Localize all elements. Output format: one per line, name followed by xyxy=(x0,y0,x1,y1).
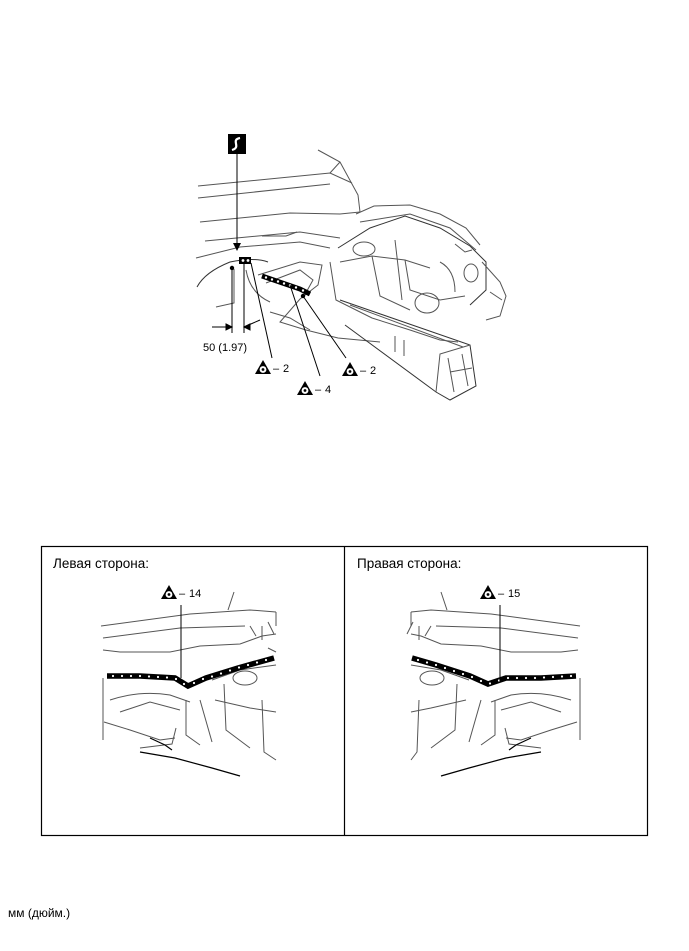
left-panel-count: 14 xyxy=(189,588,201,600)
dimension-label: 50 (1.97) xyxy=(203,342,247,354)
spot-weld-icon xyxy=(297,381,313,395)
spot-weld-icon xyxy=(161,585,177,599)
top-body-diagram xyxy=(195,149,507,401)
callout-count: 4 xyxy=(325,384,331,396)
top-weld-line xyxy=(229,257,312,299)
left-side-illustration: – 14 xyxy=(100,585,277,777)
left-panel-title: Левая сторона: xyxy=(53,556,149,571)
panel-frame xyxy=(40,545,649,837)
spot-weld-callout-middle: – 4 xyxy=(297,381,331,396)
callout-count: 2 xyxy=(283,363,289,375)
callout-dash: – xyxy=(179,588,186,600)
right-side-illustration: – 15 xyxy=(406,585,581,777)
spot-weld-icon xyxy=(480,585,496,599)
callout-leaders xyxy=(250,262,347,377)
dimension-marker xyxy=(212,262,261,333)
spot-weld-callout-right: – 2 xyxy=(342,362,376,377)
callout-count: 2 xyxy=(370,365,376,377)
spot-weld-callout-left: – 2 xyxy=(255,360,289,375)
units-note: мм (дюйм.) xyxy=(8,906,71,920)
callout-dash: – xyxy=(315,384,322,396)
callout-dash: – xyxy=(498,588,505,600)
spot-weld-icon xyxy=(255,360,271,374)
right-panel-title: Правая сторона: xyxy=(357,556,461,571)
callout-dash: – xyxy=(273,363,280,375)
spot-weld-icon xyxy=(342,362,358,376)
callout-dash: – xyxy=(360,365,367,377)
right-panel-count: 15 xyxy=(508,588,520,600)
sealer-symbol xyxy=(228,134,246,251)
